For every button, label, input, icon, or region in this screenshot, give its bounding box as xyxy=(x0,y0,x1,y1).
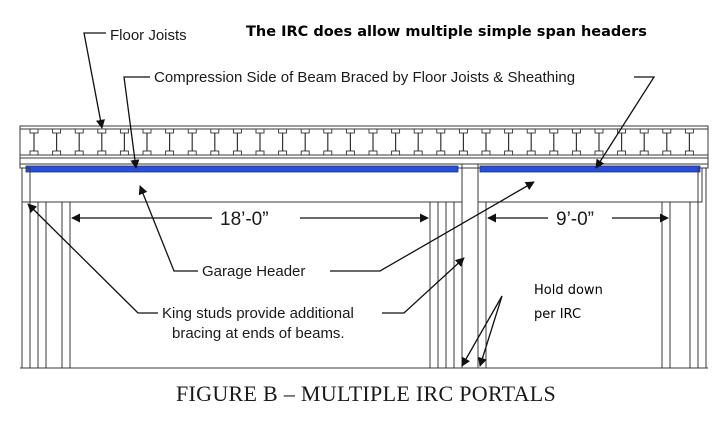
leader-king-studs-left xyxy=(27,203,158,314)
joist-section xyxy=(639,128,649,156)
joist-section xyxy=(255,128,265,156)
joist-section xyxy=(571,128,581,156)
joist-section xyxy=(345,128,355,156)
joist-section xyxy=(368,128,378,156)
joist-section xyxy=(165,128,175,156)
leader-garage-header-right xyxy=(330,181,535,272)
label-hold-down-1: Hold down xyxy=(534,283,603,298)
joist-section xyxy=(97,128,107,156)
joist-section xyxy=(52,128,62,156)
header-compression-flange-left xyxy=(25,165,459,173)
joist-section xyxy=(526,128,536,156)
joist-section xyxy=(187,128,197,156)
leader-compression-right xyxy=(595,76,656,169)
dimension-right-span: 9’-0” xyxy=(556,209,594,230)
garage-header-left xyxy=(21,165,463,203)
joist-section xyxy=(481,128,491,156)
joist-section xyxy=(142,128,152,156)
leader-floor-joists xyxy=(83,32,106,129)
joist-section xyxy=(29,128,39,156)
leader-garage-header-left xyxy=(138,185,198,272)
leader-king-studs-right xyxy=(382,257,465,314)
label-king-studs-2: bracing at ends of beams. xyxy=(172,325,345,342)
joist-section xyxy=(549,128,559,156)
label-compression: Compression Side of Beam Braced by Floor… xyxy=(154,69,575,86)
label-king-studs-1: King studs provide additional xyxy=(162,305,354,322)
dimension-left-span: 18’-0” xyxy=(220,209,269,230)
floor-joists xyxy=(19,125,709,159)
joist-section xyxy=(300,128,310,156)
label-hold-down-2: per IRC xyxy=(534,307,581,322)
joist-section xyxy=(436,128,446,156)
label-garage-header: Garage Header xyxy=(202,263,305,280)
leader-compression-left xyxy=(123,76,150,169)
joist-section xyxy=(278,128,288,156)
garage-header-right xyxy=(477,165,703,203)
joist-section xyxy=(458,128,468,156)
joist-section xyxy=(119,128,129,156)
joist-section xyxy=(413,128,423,156)
wall-framing xyxy=(20,163,708,369)
joist-section xyxy=(232,128,242,156)
joist-section xyxy=(74,128,84,156)
figure-caption: FIGURE B – MULTIPLE IRC PORTALS xyxy=(176,381,556,406)
leader-hold-down-2 xyxy=(478,295,503,367)
joist-section xyxy=(662,128,672,156)
joist-section xyxy=(684,128,694,156)
joist-section xyxy=(210,128,220,156)
joist-section xyxy=(323,128,333,156)
joist-section xyxy=(594,128,604,156)
label-floor-joists: Floor Joists xyxy=(110,27,187,44)
leader-hold-down-1 xyxy=(461,295,503,367)
joist-section xyxy=(504,128,514,156)
diagram-heading: The IRC does allow multiple simple span … xyxy=(246,24,647,40)
header-compression-flange-right xyxy=(479,165,701,173)
joist-section xyxy=(391,128,401,156)
